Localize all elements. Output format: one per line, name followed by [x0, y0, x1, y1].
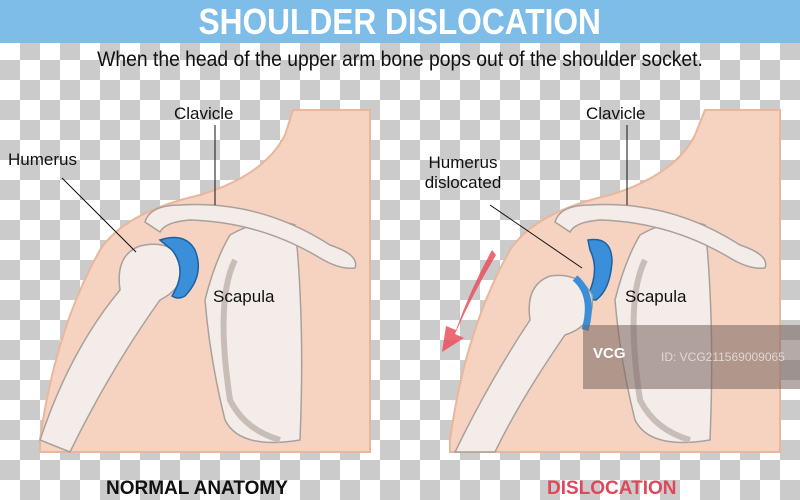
humerus-label-normal: Humerus: [8, 150, 77, 169]
downward-arrow-icon: [442, 250, 496, 352]
title-bar: SHOULDER DISLOCATION: [0, 0, 800, 43]
humerus: [39, 243, 184, 453]
watermark-id: ID: VCG211569009065: [661, 350, 785, 364]
watermark: VCG ID: VCG211569009065: [583, 325, 800, 389]
humeral-head-cartilage: [572, 275, 592, 331]
watermark-logo: VCG: [593, 345, 626, 362]
humerus-label-dislocation: Humerus dislocated: [418, 153, 508, 193]
glenoid-cartilage: [587, 238, 613, 301]
normal-anatomy-illustration: [39, 109, 371, 453]
clavicle: [144, 203, 357, 270]
humerus-leader-line: [61, 177, 137, 253]
dislocation-caption: DISLOCATION: [547, 478, 677, 499]
humerus-label-line1: Humerus: [428, 153, 498, 172]
clavicle: [554, 203, 767, 270]
page-title: SHOULDER DISLOCATION: [198, 0, 602, 42]
scapula-shading: [630, 258, 691, 443]
subtitle: When the head of the upper arm bone pops…: [97, 48, 703, 71]
scapula-label-normal: Scapula: [213, 287, 275, 306]
scapula-shading: [220, 258, 281, 443]
humerus-leader-line: [489, 204, 583, 269]
humerus-label-line2: dislocated: [424, 173, 502, 192]
normal-anatomy-caption: NORMAL ANATOMY: [106, 478, 288, 499]
clavicle-label-normal: Clavicle: [174, 104, 234, 123]
glenoid-cartilage: [158, 236, 200, 299]
scapula-label-dislocation: Scapula: [625, 287, 687, 306]
clavicle-label-dislocation: Clavicle: [586, 104, 646, 123]
